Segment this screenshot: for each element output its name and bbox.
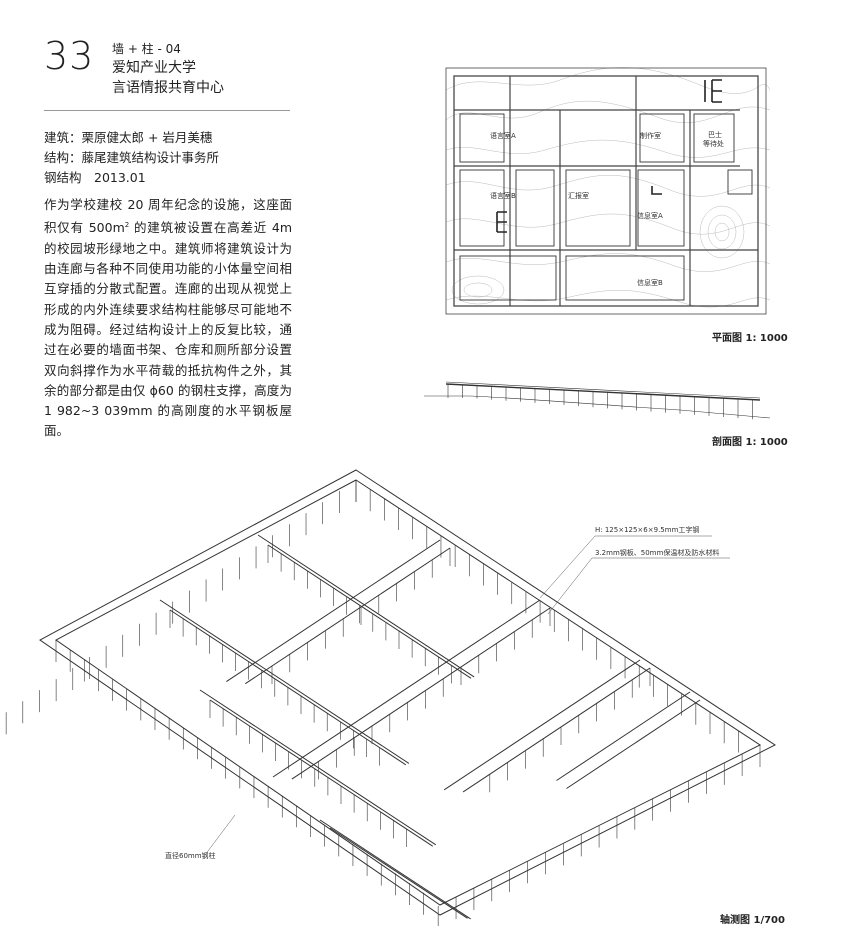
project-title: 爱知产业大学 言语情报共育中心 — [112, 58, 224, 98]
axon-leaders — [204, 535, 730, 856]
credit-structure: 结构：藤尾建筑结构设计事务所 — [44, 150, 220, 165]
section-ground — [424, 395, 771, 419]
axon-corridor — [319, 819, 471, 920]
section-columns — [447, 384, 753, 420]
room-label-b: 语言室B — [490, 191, 516, 200]
axon-corridor — [209, 699, 433, 847]
room-label-infoA: 信息室A — [637, 211, 663, 220]
axon-corridors — [159, 534, 701, 920]
credit-architect: 建筑：栗原健太郎 + 岩月美穗 — [44, 130, 213, 145]
project-title-line2: 言语情报共育中心 — [112, 80, 224, 96]
axon-outer-edge — [39, 469, 776, 916]
room-label-report: 汇报室 — [568, 191, 589, 200]
project-category: 墙 + 柱 - 04 — [112, 42, 181, 56]
description-superscript: 2 — [124, 221, 130, 230]
section-drawing — [424, 381, 771, 420]
title-divider — [44, 110, 290, 111]
axon-corridor — [245, 547, 451, 685]
project-number: 33 — [44, 34, 95, 78]
axon-corridor — [329, 827, 468, 919]
plan-site-boundary — [445, 67, 767, 315]
axon-corridor — [443, 659, 641, 791]
plan-contours — [445, 67, 771, 308]
axon-note-roof: 3.2mm钢板、50mm保温材及防水材料 — [595, 548, 719, 557]
plan-rooms — [459, 113, 753, 301]
axon-corridor — [272, 599, 541, 778]
plan-caption: 平面图 1: 1000 — [712, 333, 788, 344]
section-caption: 剖面图 1: 1000 — [712, 437, 788, 448]
axon-corridor — [556, 691, 691, 781]
plan-walls — [496, 79, 722, 233]
axon-corridor — [267, 544, 472, 679]
axon-labels: H: 125×125×6×9.5mm工字钢 3.2mm钢板、50mm保温材及防水… — [165, 525, 719, 860]
plan-labels: 语言室A 语言室B 制作室 巴士 等待处 汇报室 信息室A 信息室B — [490, 130, 724, 287]
axon-corridor — [199, 689, 437, 846]
credits: 建筑：栗原健太郎 + 岩月美穗 结构：藤尾建筑结构设计事务所 钢结构 2013.… — [44, 128, 219, 188]
axon-note-beam: H: 125×125×6×9.5mm工字钢 — [595, 525, 699, 534]
axon-corridor — [462, 667, 651, 793]
axon-inner-edge — [55, 479, 762, 906]
description-part1: 作为学校建校 20 周年纪念的设施，这座面积仅有 500m — [44, 197, 292, 236]
section-roof — [445, 383, 761, 401]
plan-corridors — [454, 76, 758, 306]
axon-corridor — [257, 534, 475, 678]
room-label-bus1: 巴士 — [708, 130, 722, 139]
plan-drawing — [445, 67, 771, 315]
credit-type-date: 钢结构 2013.01 — [44, 170, 146, 185]
axon-corridor — [159, 599, 410, 764]
plan-roof-outline — [453, 75, 759, 307]
room-label-a: 语言室A — [490, 131, 516, 140]
description-text: 作为学校建校 20 周年纪念的设施，这座面积仅有 500m2 的建筑被设置在高差… — [44, 195, 292, 442]
axon-corridor — [566, 699, 701, 789]
axon-corridor — [291, 607, 551, 780]
axon-columns — [5, 480, 761, 926]
project-title-line1: 爱知产业大学 — [112, 60, 196, 76]
axon-note-column: 直径60mm钢柱 — [165, 851, 216, 860]
room-label-bus2: 等待处 — [703, 139, 724, 148]
description-part2: 的建筑被设置在高差近 4m 的校园坡形绿地之中。建筑师将建筑设计为由连廊与各种不… — [44, 220, 292, 439]
axon-caption: 轴测图 1/700 — [720, 915, 785, 926]
axonometric-drawing — [5, 469, 776, 926]
room-label-infoB: 信息室B — [637, 278, 663, 287]
room-label-studio: 制作室 — [640, 131, 661, 140]
axon-corridor — [226, 539, 441, 683]
